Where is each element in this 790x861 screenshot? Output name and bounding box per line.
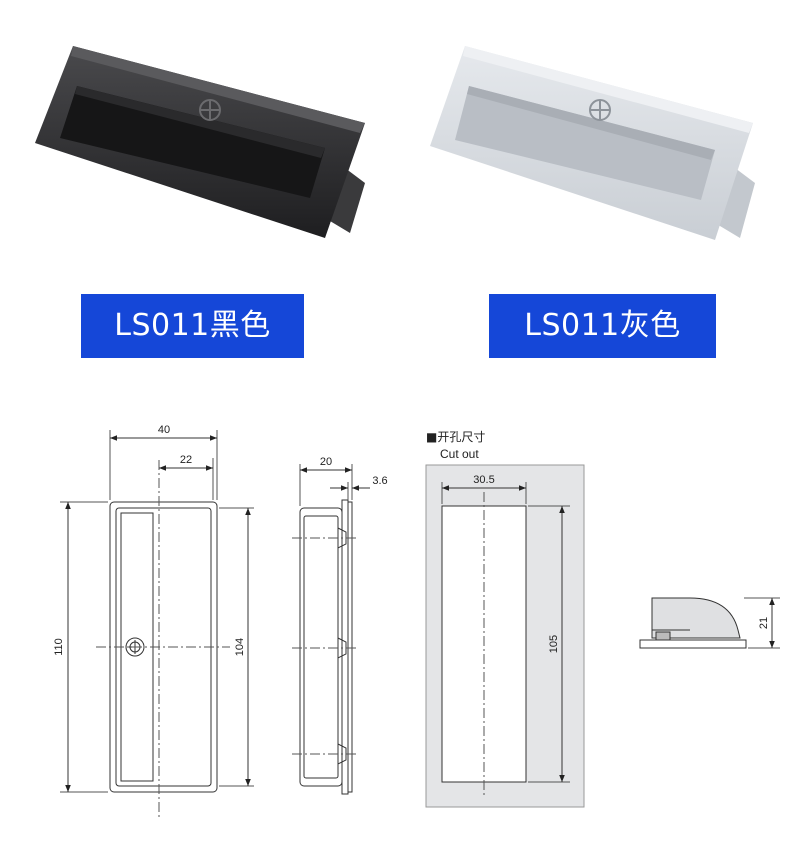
black-handle-photo xyxy=(35,46,365,238)
cutout-subtitle: Cut out xyxy=(440,447,479,461)
dim-front-outer-height: 110 xyxy=(53,638,65,656)
dim-side-flange: 3.6 xyxy=(372,475,387,487)
black-model-label: LS011黑色 xyxy=(81,294,304,358)
dim-front-inner-height: 104 xyxy=(234,638,246,656)
dim-front-offset: 22 xyxy=(180,454,192,466)
grey-handle-photo xyxy=(430,46,755,240)
dim-front-width: 40 xyxy=(158,424,170,436)
profile-view xyxy=(639,597,747,649)
dim-cutout-height: 105 xyxy=(548,635,560,653)
cutout-title: ■开孔尺寸 xyxy=(426,430,485,444)
side-view xyxy=(299,499,353,795)
grey-model-label: LS011灰色 xyxy=(489,294,716,358)
technical-drawing: 40 22 110 104 20 3.6 ■开孔尺寸 Cut out 30.5 … xyxy=(53,424,780,818)
cutout-panel xyxy=(425,464,585,808)
dim-side-depth: 20 xyxy=(320,456,332,468)
dim-cutout-width: 30.5 xyxy=(473,474,494,486)
dim-profile-height: 21 xyxy=(758,617,770,629)
